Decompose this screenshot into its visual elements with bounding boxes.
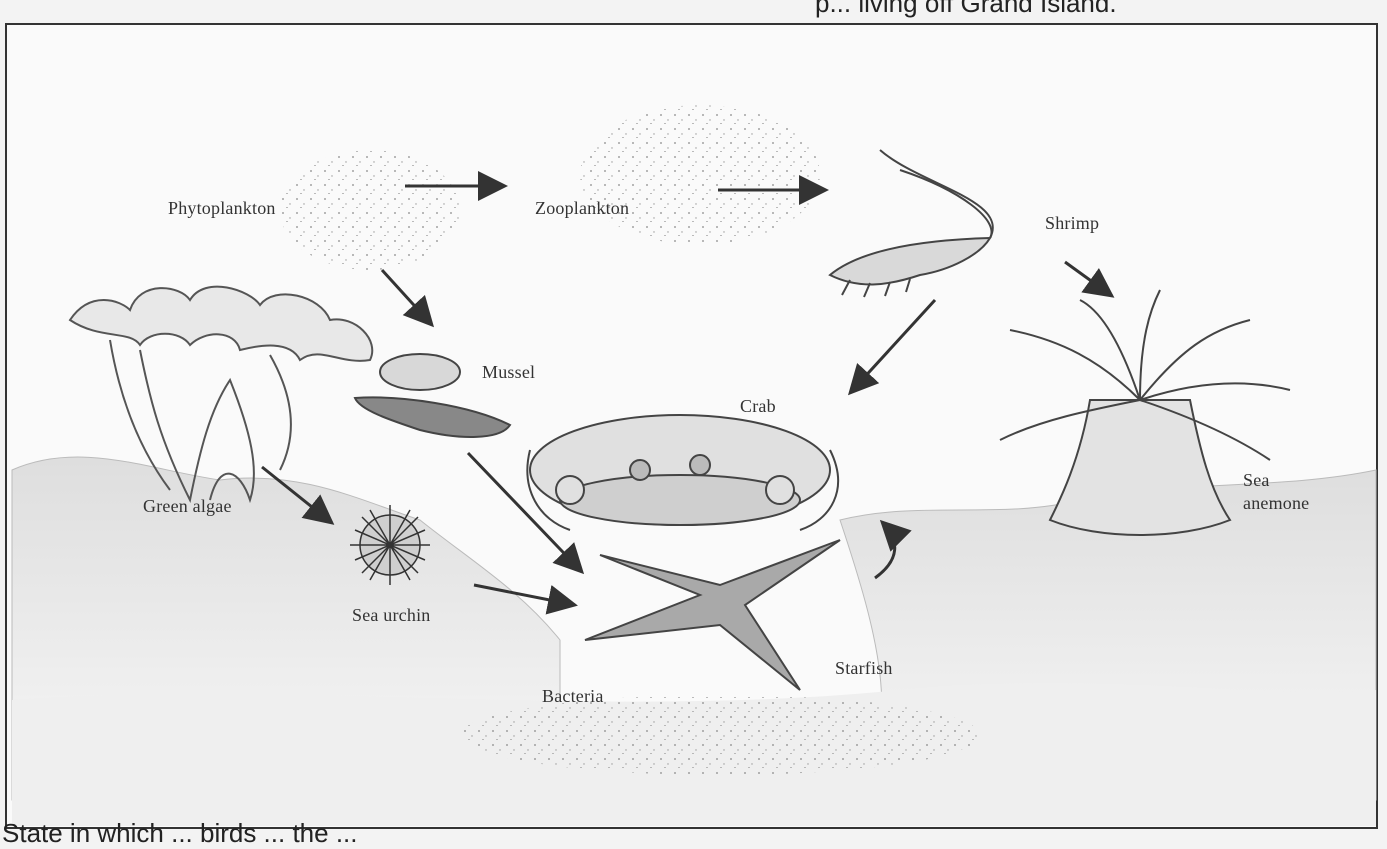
label-mussel: Mussel xyxy=(482,362,535,383)
zooplankton-dots xyxy=(580,105,820,245)
label-starfish: Starfish xyxy=(835,658,893,679)
label-zooplankton: Zooplankton xyxy=(535,198,629,219)
label-bacteria: Bacteria xyxy=(542,686,604,707)
label-phytoplankton: Phytoplankton xyxy=(168,198,276,219)
label-sea-urchin: Sea urchin xyxy=(352,605,430,626)
label-shrimp: Shrimp xyxy=(1045,213,1099,234)
label-crab: Crab xyxy=(740,396,776,417)
starfish-illustration xyxy=(585,540,840,690)
sea-urchin-illustration xyxy=(350,505,430,585)
phytoplankton-dots xyxy=(280,150,460,270)
label-green-algae: Green algae xyxy=(143,496,232,517)
bacteria-dots xyxy=(460,695,980,775)
label-sea-anemone-line1: Sea xyxy=(1243,470,1270,491)
arrow-shrimp-to-crab xyxy=(850,300,935,393)
shrimp-illustration xyxy=(830,150,993,297)
label-sea-anemone-line2: anemone xyxy=(1243,493,1309,514)
arrow-shrimp-to-anemone xyxy=(1065,262,1112,296)
crab-illustration xyxy=(527,415,838,530)
arrow-phyto-to-mussel xyxy=(382,270,432,325)
bottom-caption-text: State in which ... birds ... the ... xyxy=(2,818,358,849)
